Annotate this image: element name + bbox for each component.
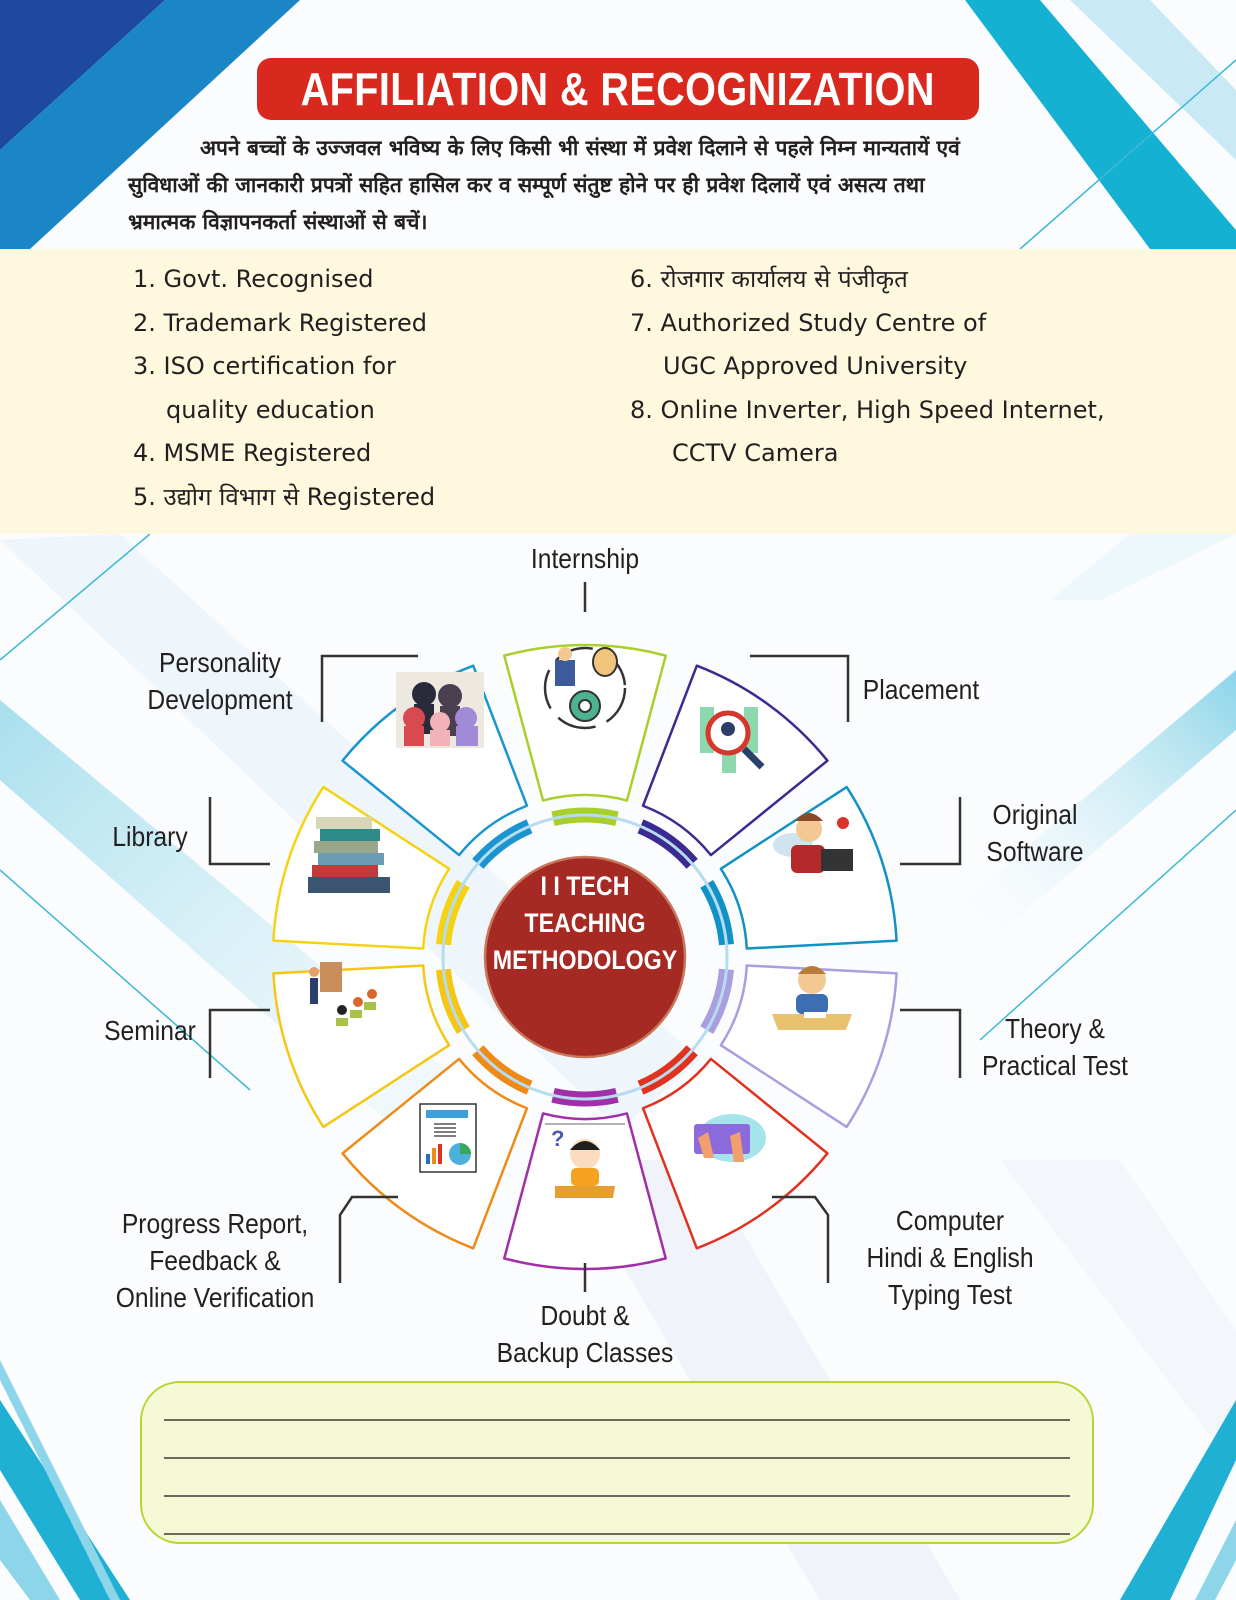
label-doubt-backup-classes: Doubt &Backup Classes (496, 1300, 674, 1368)
intro-paragraph: अपने बच्चों के उज्जवल भविष्य के लिए किसी… (128, 130, 1113, 241)
student-writing-icon (772, 966, 852, 1030)
label-internship: Internship (530, 543, 640, 574)
ring-segment-seminar (436, 968, 470, 1035)
ring-segment-personality-development (472, 819, 533, 869)
intro-line-2: सुविधाओं की जानकारी प्रपत्रों सहित हासिल… (128, 173, 925, 197)
list-item: 7. Authorized Study Centre of (630, 308, 987, 337)
intro-line-1: अपने बच्चों के उज्जवल भविष्य के लिए किसी… (200, 136, 960, 160)
label-progress-report: Progress Report,Feedback &Online Verific… (115, 1208, 315, 1313)
ring-segment-original-software (700, 880, 734, 946)
report-chart-icon (419, 1103, 477, 1173)
list-item: 2. Trademark Registered (133, 308, 427, 337)
page-title: AFFILIATION & RECOGNIZATION (300, 63, 936, 115)
idea-gear-icon (543, 646, 627, 730)
ring-segment-progress-report (472, 1045, 533, 1095)
note-line (164, 1457, 1070, 1459)
recognition-list-right: 6. रोजगार कार्यालय से पंजीकृत 7. Authori… (630, 258, 1105, 476)
ring-segment-library (436, 880, 470, 946)
recognition-list-left: 1. Govt. Recognised 2. Trademark Registe… (133, 258, 435, 519)
label-seminar: Seminar (104, 1015, 196, 1046)
presentation-icon (309, 962, 377, 1026)
center-title-2: TEACHING (524, 908, 645, 938)
note-line (164, 1533, 1070, 1535)
list-item: 6. रोजगार कार्यालय से पंजीकृत (630, 265, 908, 293)
intro-line-3: भ्रमात्मक विज्ञापनकर्ता संस्थाओं से बचें… (128, 210, 428, 234)
label-placement: Placement (862, 674, 980, 705)
list-item: 4. MSME Registered (133, 439, 372, 467)
label-library: Library (112, 821, 188, 852)
ring-segment-placement (637, 819, 698, 869)
confused-student-icon: ? (545, 1123, 625, 1198)
petal-theory-practical-test (719, 964, 898, 1129)
list-item: 5. उद्योग विभाग से Registered (133, 482, 436, 511)
list-item-continuation: CCTV Camera (672, 439, 839, 467)
svg-text:?: ? (551, 1126, 564, 1151)
books-icon (308, 817, 390, 893)
list-item-continuation: UGC Approved University (663, 352, 968, 380)
laptop-user-icon (773, 813, 853, 873)
label-theory-practical-test: Theory &Practical Test (981, 1013, 1129, 1081)
list-item: 1. Govt. Recognised (133, 265, 374, 293)
list-item: 8. Online Inverter, High Speed Internet, (630, 395, 1105, 424)
recognition-band (0, 249, 1236, 534)
keyboard-icon (694, 1114, 766, 1162)
center-title-1: I I TECH (541, 871, 630, 901)
petal-internship (502, 643, 668, 802)
ring-segment-theory-practical-test (700, 968, 734, 1035)
ring-segment-typing-test (637, 1045, 698, 1095)
magnifier-people-icon (700, 707, 765, 773)
page-title-badge: AFFILIATION & RECOGNIZATION (257, 58, 979, 120)
center-circle (483, 855, 687, 1059)
list-item: 3. ISO certification for (133, 352, 396, 380)
note-line (164, 1495, 1070, 1497)
center-title-3: METHODOLOGY (493, 945, 678, 975)
list-item-continuation: quality education (166, 395, 375, 424)
notes-box[interactable] (140, 1381, 1094, 1544)
petal-seminar (272, 964, 451, 1129)
heads-icon (396, 672, 484, 748)
note-line (164, 1419, 1070, 1421)
